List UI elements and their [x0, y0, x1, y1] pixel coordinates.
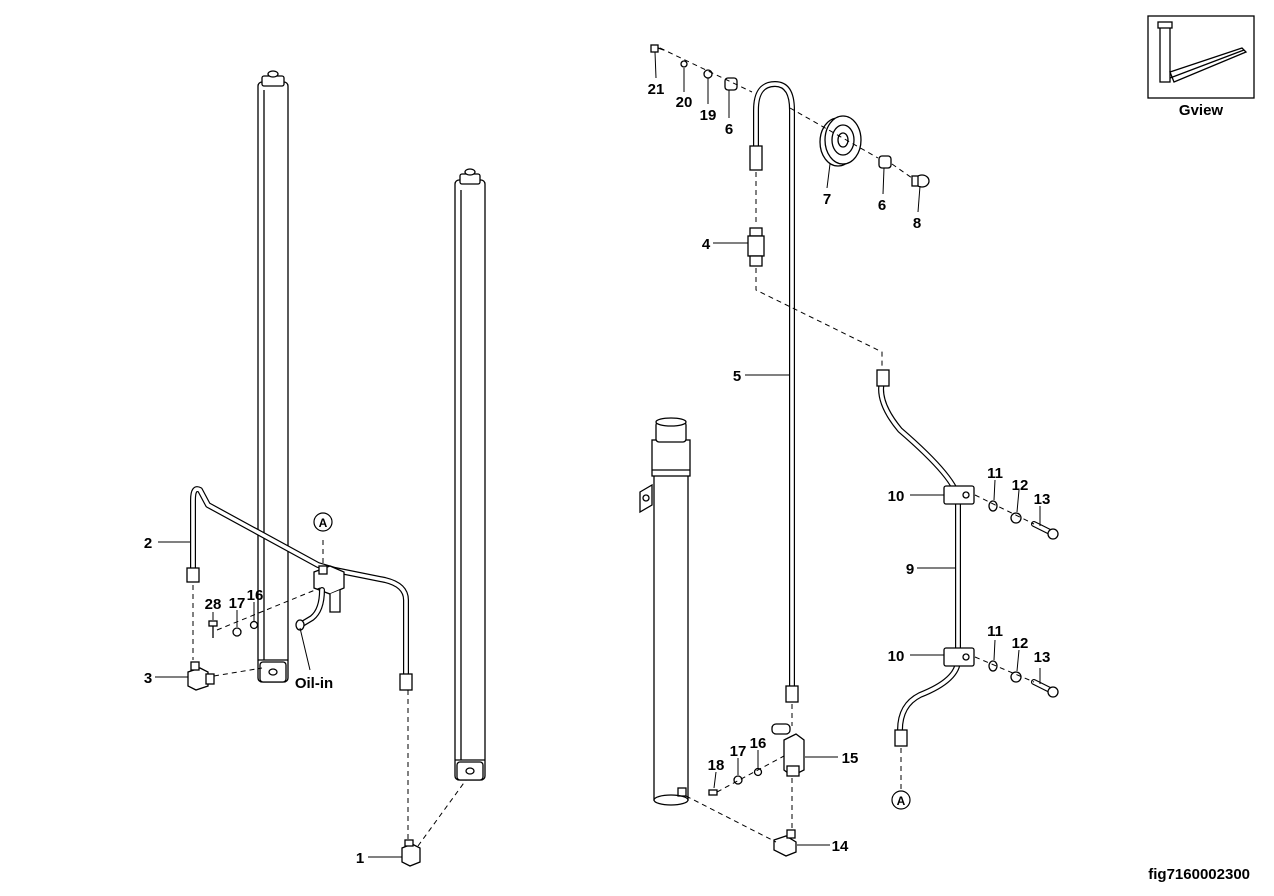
- callout-17-right: 17: [730, 743, 747, 760]
- callout-6-right: 6: [878, 197, 886, 214]
- callout-1: 1: [356, 850, 364, 867]
- callout-21: 21: [648, 81, 665, 98]
- ref-marker-a-top: A: [313, 512, 333, 532]
- oil-in-label: Oil-in: [295, 675, 333, 692]
- fitting-1: [401, 839, 421, 867]
- callout-10-bottom: 10: [888, 648, 905, 665]
- tee-fitting-15: [708, 723, 805, 796]
- callout-16-right: 16: [750, 735, 767, 752]
- callout-4: 4: [702, 236, 711, 253]
- lower-cylinder: [639, 417, 691, 806]
- callout-8: 8: [913, 215, 921, 232]
- middle-cylinder: [454, 168, 486, 781]
- hardware-clamps: [988, 500, 1059, 698]
- callout-12-top: 12: [1012, 477, 1029, 494]
- callout-9: 9: [906, 561, 914, 578]
- callout-3: 3: [144, 670, 152, 687]
- callout-14: 14: [832, 838, 849, 855]
- callout-7: 7: [823, 191, 831, 208]
- figure-id: fig7160002300: [1148, 866, 1250, 883]
- svg-text:A: A: [897, 794, 906, 808]
- elbow-fitting-14: [773, 829, 797, 857]
- ref-marker-a-bottom: A: [891, 790, 911, 810]
- callout-6-top: 6: [725, 121, 733, 138]
- callout-2: 2: [144, 535, 152, 552]
- gview-label: Gview: [1179, 102, 1224, 119]
- callouts: 2 3 1 28 17 16 Oil-in 21 20 19 6 7 6 8 4…: [144, 81, 1051, 867]
- callout-13-top: 13: [1034, 491, 1051, 508]
- callout-13-bottom: 13: [1034, 649, 1051, 666]
- gview-inset: Gview: [1147, 15, 1255, 119]
- callout-10-top: 10: [888, 488, 905, 505]
- hose-9: [876, 369, 975, 747]
- elbow-fitting-3: [187, 661, 215, 691]
- callout-17-left: 17: [229, 595, 246, 612]
- coupler-4: [747, 227, 765, 267]
- callout-20: 20: [676, 94, 693, 111]
- callout-28: 28: [205, 596, 222, 613]
- hardware-top: [650, 44, 930, 188]
- callout-19: 19: [700, 107, 717, 124]
- left-cylinder: [257, 70, 289, 683]
- hose-5: [749, 81, 799, 703]
- callout-11-bottom: 11: [987, 623, 1003, 640]
- callout-5: 5: [733, 368, 741, 385]
- fasteners-left: [208, 620, 259, 638]
- callout-12-bottom: 12: [1012, 635, 1029, 652]
- assembly-lines: [192, 47, 1035, 847]
- sheave-7: [819, 115, 862, 167]
- leader-lines: [155, 51, 1041, 858]
- callout-16-left: 16: [247, 587, 264, 604]
- callout-11-top: 11: [987, 465, 1003, 482]
- callout-15: 15: [842, 750, 859, 767]
- callout-18: 18: [708, 757, 725, 774]
- svg-text:A: A: [319, 516, 328, 530]
- pipe-2: [186, 486, 413, 691]
